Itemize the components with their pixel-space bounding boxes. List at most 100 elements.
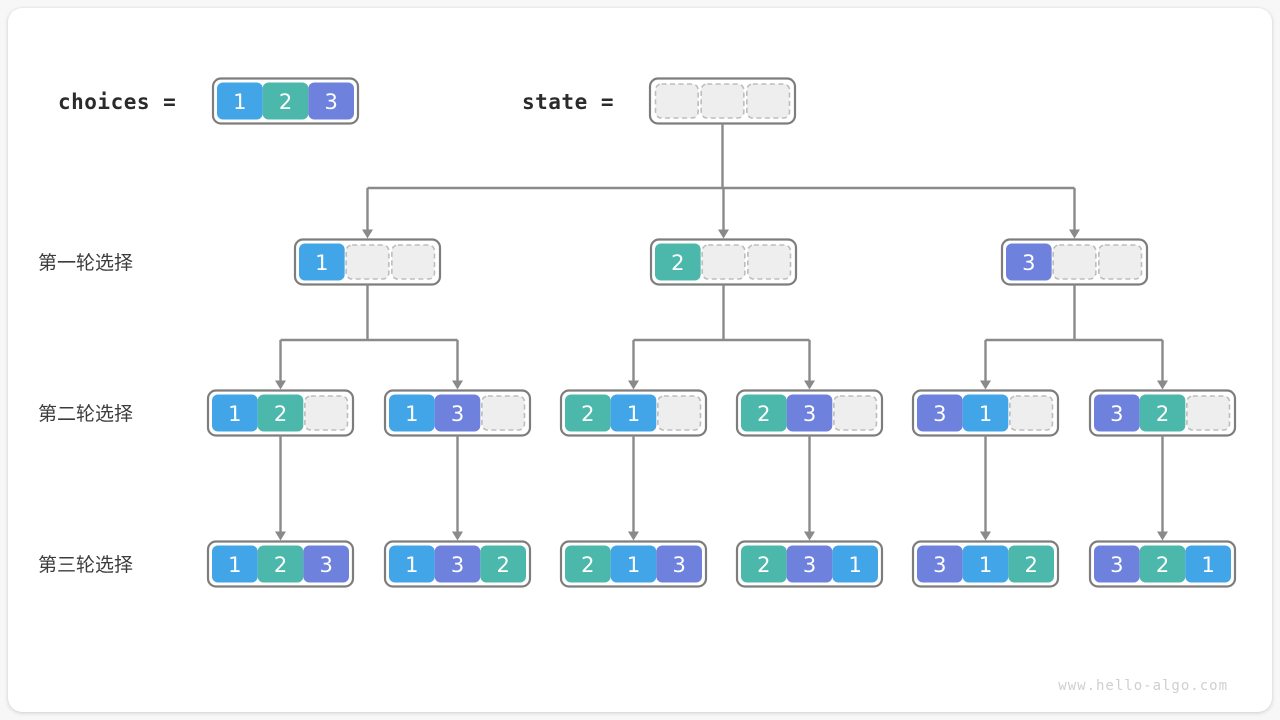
round2-node-4-cell-0 <box>741 394 787 432</box>
round2-node-3-cell-0 <box>565 394 611 432</box>
round3-node-3-cell-1-value: 1 <box>627 553 640 577</box>
round1-node-1-cell-2-empty <box>391 244 436 280</box>
round3-node-4-cell-2-value: 1 <box>848 553 861 577</box>
round1-node-1-cell-0-value: 1 <box>315 251 328 275</box>
round2-node-6-cell-0-value: 3 <box>1110 402 1123 426</box>
choices-label: choices = <box>58 90 176 114</box>
round3-node-3-cell-2 <box>656 545 702 583</box>
round1-node-2-cell-1-empty <box>701 244 746 280</box>
round3-node-6-cell-2-value: 1 <box>1201 553 1214 577</box>
round3-node-2-cell-1 <box>434 545 481 583</box>
round2-node-1-cell-0 <box>212 394 258 432</box>
round3-node-4-cell-0 <box>741 545 787 583</box>
round3-node-4-cell-1 <box>786 545 833 583</box>
round2-node-4-cell-0-value: 2 <box>757 402 770 426</box>
round3-node-1-cell-0 <box>212 545 258 583</box>
round3-node-2-cell-0-value: 1 <box>405 553 418 577</box>
arrowhead-round2-4 <box>804 380 815 390</box>
round2-node-5-cell-0 <box>917 394 963 432</box>
round1-node-1: 1 <box>293 238 442 286</box>
arrowhead-round2-2 <box>452 380 463 390</box>
round2-node-2-cell-1-value: 3 <box>451 402 464 426</box>
round3-node-4-cell-0-value: 2 <box>757 553 770 577</box>
choices-array-cell-0-value: 1 <box>233 90 246 114</box>
round2-node-4-cell-2-empty <box>833 395 878 431</box>
round1-node-2-cell-0 <box>655 243 701 281</box>
arrowhead-round3-4 <box>804 531 815 541</box>
arrowhead-round2-3 <box>628 380 639 390</box>
arrowhead-round3-1 <box>275 531 286 541</box>
round3-node-2-cell-0 <box>389 545 435 583</box>
round1-node-3-cell-0 <box>1006 243 1052 281</box>
round2-node-4-cell-1-value: 3 <box>803 402 816 426</box>
choices-array: 1 2 3 <box>211 77 360 125</box>
round3-node-3-cell-2-value: 3 <box>672 553 685 577</box>
round3-node-1-cell-1-value: 2 <box>274 553 287 577</box>
state-array-cell-2-empty <box>746 83 791 119</box>
state-label: state = <box>522 90 614 114</box>
arrowhead-round2-6 <box>1157 380 1168 390</box>
round2-node-6-cell-2-empty <box>1186 395 1231 431</box>
choices-array-cell-1 <box>262 82 309 120</box>
round3-node-5-cell-2 <box>1008 545 1054 583</box>
round1-node-3-cell-1-empty <box>1052 244 1097 280</box>
round3-node-2-cell-2-value: 2 <box>496 553 509 577</box>
round3-node-2-cell-2 <box>480 545 526 583</box>
round2-node-6-cell-1-value: 2 <box>1156 402 1169 426</box>
round2-node-5-cell-2-empty <box>1009 395 1054 431</box>
choices-array-cell-1-value: 2 <box>279 90 292 114</box>
round2-node-2-cell-0 <box>389 394 435 432</box>
round1-node-1-cell-1-empty <box>345 244 390 280</box>
round2-node-1-cell-0-value: 1 <box>228 402 241 426</box>
state-array-cell-1-empty <box>700 83 745 119</box>
round3-node-6-cell-1-value: 2 <box>1156 553 1169 577</box>
choices-array-cell-2 <box>308 82 354 120</box>
state-array-cell-0-empty <box>654 83 699 119</box>
arrowhead-round3-6 <box>1157 531 1168 541</box>
arrowhead-round3-3 <box>628 531 639 541</box>
state-array <box>648 77 797 125</box>
round3-node-6-cell-0 <box>1094 545 1140 583</box>
round3-node-5-cell-2-value: 2 <box>1024 553 1037 577</box>
figure-card <box>8 8 1272 712</box>
round2-node-3-cell-1-value: 1 <box>627 402 640 426</box>
round2-node-5-cell-0-value: 3 <box>933 402 946 426</box>
round1-node-3: 3 <box>1000 238 1149 286</box>
row-label-3: 第三轮选择 <box>38 554 133 576</box>
round3-node-4-cell-2 <box>832 545 878 583</box>
choices-array-cell-0 <box>217 82 263 120</box>
round3-node-2: 1 3 2 <box>383 540 532 588</box>
round3-node-6-cell-1 <box>1139 545 1186 583</box>
round2-node-3-cell-1 <box>610 394 657 432</box>
round3-node-1-cell-1 <box>257 545 304 583</box>
arrowhead-round1-2 <box>718 229 729 239</box>
arrowhead-round2-5 <box>980 380 991 390</box>
round1-node-2: 2 <box>649 238 798 286</box>
round3-node-6-cell-2 <box>1185 545 1231 583</box>
round2-node-2-cell-2-empty <box>481 395 526 431</box>
row-label-1: 第一轮选择 <box>38 252 133 274</box>
round3-node-5-cell-1-value: 1 <box>979 553 992 577</box>
round3-node-2-cell-1-value: 3 <box>451 553 464 577</box>
arrowhead-round2-1 <box>275 380 286 390</box>
round3-node-5-cell-1 <box>962 545 1009 583</box>
round2-node-1-cell-2-empty <box>304 395 349 431</box>
round1-node-3-cell-0-value: 3 <box>1022 251 1035 275</box>
round1-node-2-cell-2-empty <box>747 244 792 280</box>
round3-node-3-cell-0-value: 2 <box>581 553 594 577</box>
round3-node-1-cell-2-value: 3 <box>319 553 332 577</box>
choices-array-cell-2-value: 3 <box>324 90 337 114</box>
round2-node-3-cell-0-value: 2 <box>581 402 594 426</box>
round2-node-1-cell-1 <box>257 394 304 432</box>
arrowhead-round1-3 <box>1069 229 1080 239</box>
round3-node-1-cell-0-value: 1 <box>228 553 241 577</box>
round2-node-6-cell-0 <box>1094 394 1140 432</box>
